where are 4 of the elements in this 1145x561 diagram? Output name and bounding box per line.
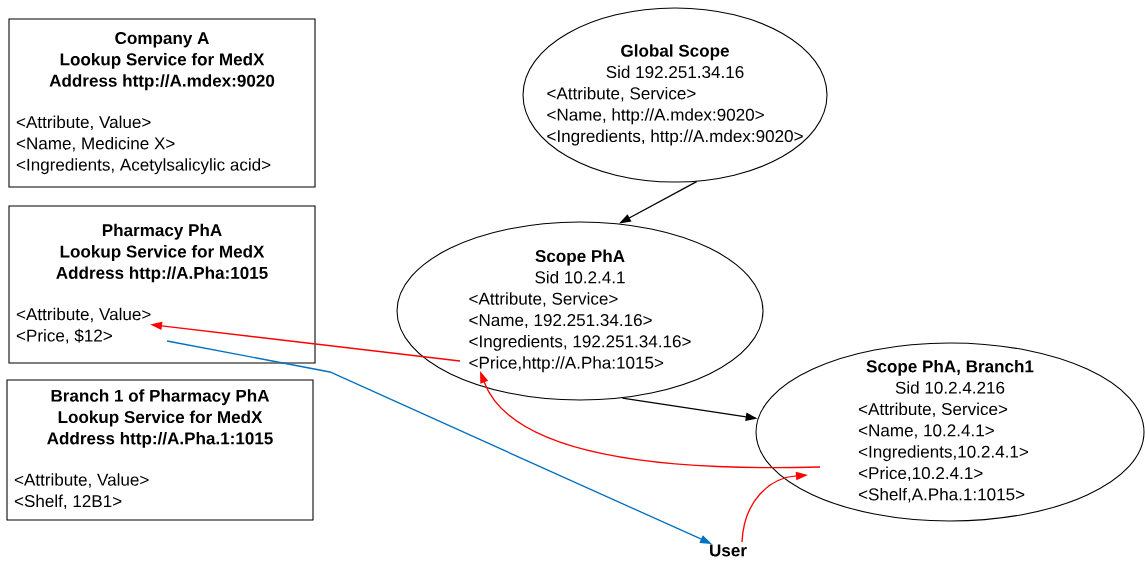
lookup-service-box: Branch 1 of Pharmacy PhA Lookup Service for MedX Address http://A.Pha.1:1015 <Attribute, Value> <Shelf, 12B1> — [6, 379, 314, 521]
lookup-service-box: Company A Lookup Service for MedX Address http://A.mdex:9020 <Attribute, Value> <Name, Medicine X> <Ingredients, Acetylsalicylic acid> — [8, 18, 316, 188]
lookup-service-box: Pharmacy PhA Lookup Service for MedX Address http://A.Pha:1015 <Attribute, Value> <Price, $12> — [8, 205, 316, 364]
user-label: User — [710, 544, 747, 557]
